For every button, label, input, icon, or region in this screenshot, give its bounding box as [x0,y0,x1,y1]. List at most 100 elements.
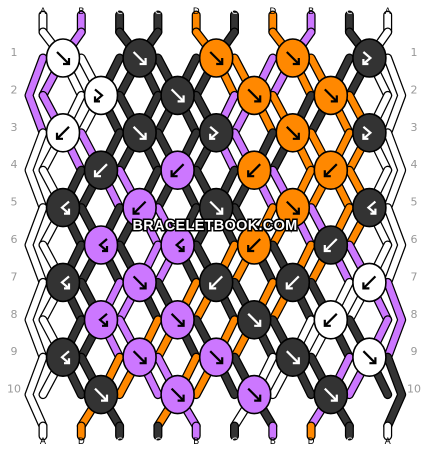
down-left-arrow-icon [209,275,223,290]
arrow-shaft [286,126,300,140]
top-string-label: C [116,7,122,17]
arrow-head [55,132,63,140]
arrow-shaft [324,313,338,327]
backward-forward-arrow-icon [60,350,71,365]
arrow-shaft [98,238,108,252]
row-number-left: 3 [11,121,18,134]
arrow-head [330,394,338,402]
arrow-shaft [170,387,185,402]
arrow-shaft [362,350,377,364]
down-right-arrow-icon [247,88,262,103]
arrow-head [362,133,369,140]
down-right-arrow-icon [170,313,185,327]
arrow-head [292,58,300,66]
top-string-label: C [155,7,161,17]
arrow-head [139,357,147,365]
backward-forward-arrow-icon [174,238,185,253]
row-number-right: 9 [411,345,418,358]
arrow-head [292,132,300,140]
arrow-head [216,207,224,215]
arrow-head [93,170,101,178]
row-number-left: 6 [11,233,18,246]
down-right-arrow-icon [170,88,185,103]
down-right-arrow-icon [209,51,224,66]
edge-thread [25,129,47,211]
down-right-arrow-icon [209,350,224,365]
arrow-shaft [209,125,219,140]
down-right-arrow-icon [132,275,147,290]
bottom-string-label: C [346,437,352,447]
down-left-arrow-icon [93,163,108,178]
arrow-shaft [94,387,108,402]
top-string-label: A [40,7,47,17]
backward-forward-arrow-icon [60,275,71,290]
arrow-shaft [94,88,104,103]
down-right-arrow-icon [324,88,338,103]
arrow-shaft [60,200,70,215]
backward-forward-arrow-icon [98,238,109,253]
arrow-head [247,245,255,253]
arrow-shaft [94,163,108,177]
arrow-shaft [209,350,223,364]
arrow-shaft [60,275,70,290]
down-left-arrow-icon [55,126,70,140]
arrow-head [330,95,338,103]
arrow-head [209,282,217,290]
down-right-arrow-icon [132,126,147,140]
arrow-head [63,58,71,66]
arrow-shaft [286,275,300,290]
arrow-head [247,170,255,178]
arrow-shaft [324,238,338,252]
down-right-arrow-icon [56,51,71,66]
arrow-shaft [132,126,147,140]
arrow-shaft [132,275,147,290]
down-left-arrow-icon [323,238,338,253]
edge-thread [384,353,405,430]
edge-thread [384,54,405,137]
row-number-right: 2 [411,83,418,96]
arrow-head [254,95,262,103]
arrow-shaft [366,200,377,215]
arrow-shaft [362,51,373,65]
arrow-shaft [247,238,261,252]
arrow-shaft [247,88,261,103]
down-left-arrow-icon [247,163,261,178]
arrow-shaft [60,350,70,365]
arrow-head [93,96,100,103]
arrow-head [101,394,109,402]
arrow-head [177,95,185,103]
row-number-left: 7 [11,270,18,283]
arrow-shaft [132,51,147,65]
bottom-string-label: C [116,437,122,447]
edge-thread [384,204,405,286]
arrow-head [292,207,300,215]
edge-thread [25,204,47,286]
row-number-right: 1 [411,46,418,59]
edge-thread [25,54,47,137]
down-right-arrow-icon [170,387,185,402]
down-left-arrow-icon [170,163,185,178]
arrow-head [64,208,71,215]
row-number-right: 8 [411,308,418,321]
row-number-left: 4 [11,158,18,171]
down-left-arrow-icon [247,238,261,253]
forward-backward-arrow-icon [93,88,104,103]
watermark-text: BRACELETBOOK.COM [132,218,297,234]
arrow-shaft [362,275,377,290]
down-right-arrow-icon [132,350,147,365]
arrow-head [216,58,224,66]
row-number-left: 5 [11,196,18,209]
down-right-arrow-icon [247,387,262,402]
arrow-head [369,357,377,365]
down-right-arrow-icon [286,51,300,66]
down-right-arrow-icon [286,350,300,365]
bottom-string-label: A [385,437,392,447]
down-left-arrow-icon [323,163,338,178]
down-right-arrow-icon [247,313,262,327]
arrow-shaft [132,350,147,364]
arrow-shaft [56,126,70,140]
down-left-arrow-icon [323,313,338,327]
edge-thread [384,129,405,211]
row-number-right: 6 [411,233,418,246]
